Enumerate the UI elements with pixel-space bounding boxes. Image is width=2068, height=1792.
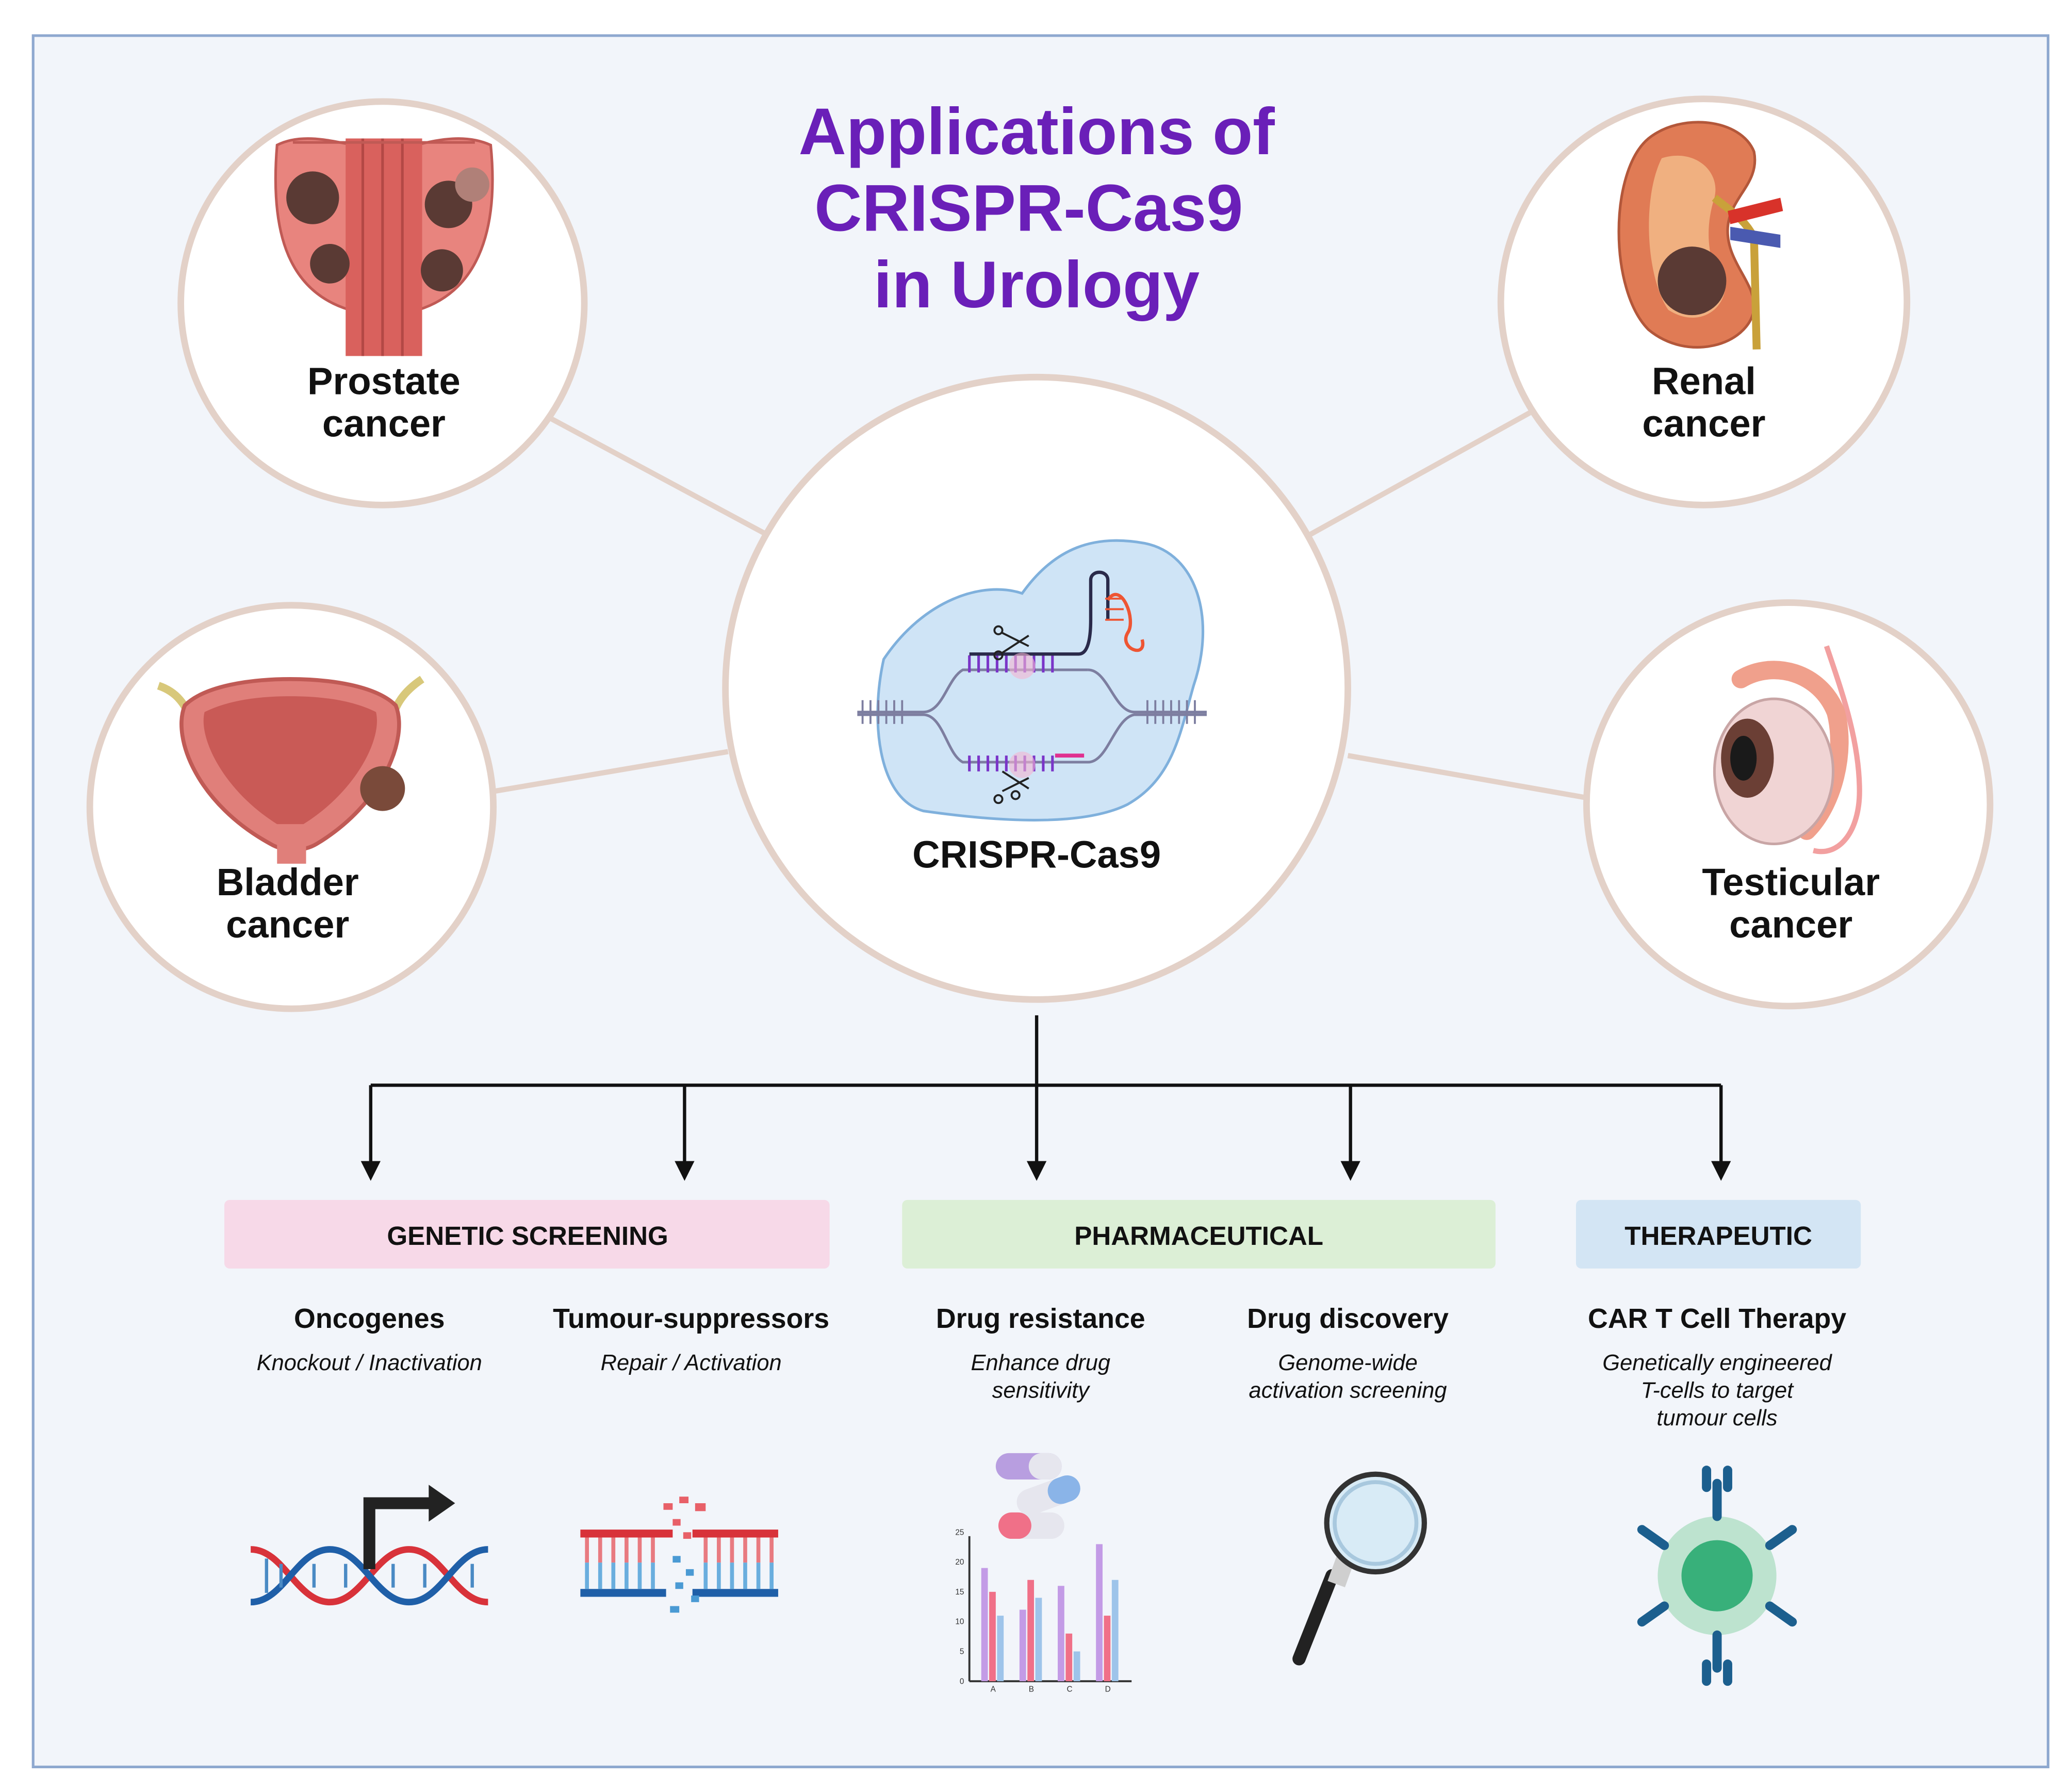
mini-chart-y-tick: 15 [955, 1588, 964, 1597]
car-t-cell-icon [1637, 1466, 1797, 1686]
connector-prostate [546, 414, 780, 543]
prostate-label-line1: Prostate [307, 360, 461, 403]
renal-label-line2: cancer [1642, 402, 1765, 445]
drug-resistance-title: Drug resistance [936, 1303, 1145, 1334]
category-therapeutic: THERAPEUTIC [1575, 1199, 1861, 1269]
car-t-desc-3: tumour cells [1656, 1406, 1777, 1431]
mini-chart-bar [1027, 1580, 1034, 1682]
testis-icon [1713, 645, 1862, 854]
prostate-label-line2: cancer [322, 402, 446, 445]
pharmaceutical-label: PHARMACEUTICAL [1074, 1221, 1323, 1251]
mini-chart-bar [1035, 1598, 1042, 1682]
mini-chart-bar [1104, 1616, 1111, 1682]
bladder-label-line1: Bladder [217, 861, 359, 903]
drug-discovery-desc-2: activation screening [1249, 1378, 1447, 1403]
bladder-cancer-node: Bladder cancer [86, 602, 497, 1012]
mini-chart-y-tick: 20 [955, 1558, 964, 1567]
mini-chart-y-tick: 0 [960, 1677, 964, 1686]
mini-chart-bar [1073, 1651, 1080, 1682]
category-genetic-screening: GENETIC SCREENING [224, 1199, 830, 1269]
mini-chart-x-tick: C [1067, 1685, 1073, 1694]
oncogenes-desc: Knockout / Inactivation [257, 1351, 482, 1375]
mini-chart-bar [1058, 1586, 1064, 1682]
oncogenes-title: Oncogenes [294, 1303, 445, 1334]
drug-resistance-desc-2: sensitivity [992, 1378, 1091, 1403]
mini-chart-bar [981, 1568, 988, 1682]
renal-cancer-node: Renal cancer [1497, 95, 1911, 508]
drug-discovery-title: Drug discovery [1247, 1303, 1449, 1334]
car-t-desc-2: T-cells to target [1641, 1378, 1794, 1403]
category-pharmaceutical: PHARMACEUTICAL [902, 1199, 1496, 1269]
mini-chart-bar [1111, 1580, 1119, 1682]
connector-renal [1298, 410, 1531, 543]
dna-promoter-icon [250, 1485, 488, 1606]
diagram-title: Applications of CRISPR-Cas9 in Urology [798, 95, 1275, 322]
therapeutic-bar [1575, 1199, 1861, 1269]
bladder-label-line2: cancer [226, 903, 349, 946]
pill-icons [995, 1453, 1080, 1539]
tumour-suppressors-desc: Repair / Activation [601, 1351, 782, 1375]
mini-chart-bar [1019, 1609, 1026, 1682]
mini-chart-bar [997, 1616, 1004, 1682]
mini-chart-y-tick: 10 [955, 1618, 964, 1626]
car-t-title: CAR T Cell Therapy [1588, 1303, 1846, 1334]
title-line-3: in Urology [874, 248, 1200, 322]
crispr-node: CRISPR-Cas9 [722, 373, 1351, 1003]
renal-label-line1: Renal [1652, 360, 1756, 403]
pharmaceutical-bar [902, 1199, 1496, 1269]
connector-bladder [494, 749, 729, 794]
genetic-screening-bar [224, 1199, 830, 1269]
tumour-suppressors-title: Tumour-suppressors [553, 1303, 829, 1334]
mini-chart-y-tick: 5 [960, 1648, 964, 1656]
drug-chart-icon: A B C D 0 5 10 15 20 25 [955, 1453, 1132, 1694]
kidney-icon [1617, 121, 1783, 350]
therapeutic-label: THERAPEUTIC [1624, 1221, 1812, 1251]
title-line-1: Applications of [798, 95, 1275, 169]
testicular-cancer-node: Testicular cancer [1583, 599, 1994, 1010]
drug-resistance-desc-1: Enhance drug [971, 1351, 1110, 1375]
connector-testicular [1347, 753, 1587, 801]
prostate-cancer-node: Prostate cancer [177, 98, 588, 508]
magnifier-icon [1292, 1471, 1427, 1666]
mini-chart-y-tick: 25 [955, 1528, 964, 1537]
testicular-label-line2: cancer [1729, 903, 1852, 946]
title-line-2: CRISPR-Cas9 [814, 171, 1243, 245]
mini-chart-x-tick: A [991, 1685, 996, 1694]
connector-lines [494, 410, 1587, 801]
testicular-label-line1: Testicular [1702, 861, 1880, 903]
dna-repair-icon [580, 1497, 778, 1613]
branching-arrows [360, 1015, 1731, 1181]
prostate-organ-icon [274, 137, 494, 356]
mini-chart-bar [1065, 1633, 1073, 1682]
cas9-complex-icon [857, 539, 1207, 821]
bladder-icon [157, 676, 424, 864]
mini-bar-chart: A B C D 0 5 10 15 20 25 [955, 1528, 1132, 1694]
car-t-desc-1: Genetically engineered [1602, 1351, 1832, 1375]
mini-chart-bar [989, 1591, 996, 1682]
mini-chart-x-tick: B [1029, 1685, 1034, 1694]
crispr-label: CRISPR-Cas9 [912, 833, 1161, 876]
genetic-screening-label: GENETIC SCREENING [387, 1221, 668, 1251]
mini-chart-bar [1096, 1544, 1103, 1682]
mini-chart-x-tick: D [1105, 1685, 1111, 1694]
drug-discovery-desc-1: Genome-wide [1278, 1351, 1418, 1375]
